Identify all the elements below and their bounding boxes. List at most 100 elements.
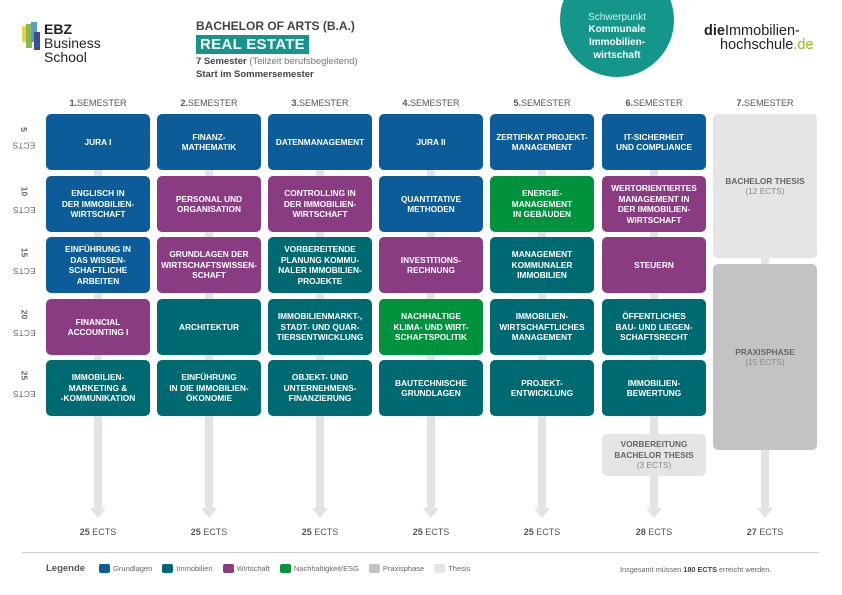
course-card[interactable]: IT-SICHERHEIT UND COMPLIANCE (602, 114, 706, 170)
course-title: ENERGIE- MANAGEMENT IN GEBÄUDEN (511, 188, 573, 220)
semester-label: SEMESTER (299, 98, 349, 108)
semester-label: SEMESTER (521, 98, 571, 108)
arrow-down-icon (423, 508, 439, 518)
course-card[interactable]: ENGLISCH IN DER IMMOBILIEN- WIRTSCHAFT (46, 176, 150, 232)
course-title: GRUNDLAGEN DER WIRTSCHAFTSWISSEN- SCHAFT (161, 249, 257, 281)
semester-label: SEMESTER (744, 98, 794, 108)
semester-total-num: 25 (412, 527, 423, 537)
partner-logo-bold: die (704, 23, 725, 39)
semester-total-ects: 25 ECTS (379, 527, 483, 537)
note-bold: 180 ECTS (683, 565, 717, 574)
course-title: ARCHITEKTUR (179, 321, 239, 332)
course-card[interactable]: ARCHITEKTUR (157, 299, 261, 355)
course-card[interactable]: FINANZ- MATHEMATIK (157, 114, 261, 170)
legend-label: Wirtschaft (236, 564, 270, 573)
semester-total-ects: 25 ECTS (46, 527, 150, 537)
legend-item: Wirtschaft (222, 564, 270, 573)
course-card[interactable]: IMMOBILIEN- WIRTSCHAFTLICHES MANAGEMENT (490, 299, 594, 355)
arrow-down-icon (201, 508, 217, 518)
course-card[interactable]: BAUTECHNISCHE GRUNDLAGEN (379, 360, 483, 416)
course-card[interactable]: EINFÜHRUNG IN DIE IMMOBILIEN- ÖKONOMIE (157, 360, 261, 416)
partner-logo: dieImmobilien- hochschule.de (704, 23, 814, 53)
course-card[interactable]: CONTROLLING IN DER IMMOBILIEN- WIRTSCHAF… (268, 176, 372, 232)
course-card[interactable]: IMMOBILIENMARKT-, STADT- UND QUAR- TIERS… (268, 299, 372, 355)
course-title: ENGLISCH IN DER IMMOBILIEN- WIRTSCHAFT (61, 188, 135, 220)
course-card[interactable]: IMMOBILIEN- MARKETING & -KOMMUNIKATION (46, 360, 150, 416)
course-title: VORBEREITUNG BACHELOR THESIS (614, 439, 694, 460)
ects-row-label: 5 ECTS (13, 114, 36, 170)
course-card[interactable]: STEUERN (602, 237, 706, 293)
course-title: IT-SICHERHEIT UND COMPLIANCE (615, 131, 693, 153)
legend-swatch (162, 564, 174, 573)
semester-number: 5. (513, 98, 521, 108)
course-title: CONTROLLING IN DER IMMOBILIEN- WIRTSCHAF… (283, 188, 357, 220)
semester-header: 1.SEMESTER (46, 98, 150, 108)
course-title: VORBEREITENDE PLANUNG KOMMU- NALER IMMOB… (278, 244, 362, 286)
course-card[interactable]: ZERTIFIKAT PROJEKT- MANAGEMENT (490, 114, 594, 170)
program-title: REAL ESTATE (196, 35, 309, 54)
semester-label: SEMESTER (633, 98, 683, 108)
course-card[interactable]: NACHHALTIGE KLIMA- UND WIRT- SCHAFTSPOLI… (379, 299, 483, 355)
semester-total-ects: 25 ECTS (268, 527, 372, 537)
semester-total-unit: ECTS (314, 527, 339, 537)
course-ects: (15 ECTS) (745, 357, 785, 367)
arrow-down-icon (534, 508, 550, 518)
ebz-logo-mark-icon (22, 22, 40, 50)
ects-row-text: 10 ECTS (13, 187, 36, 222)
semester-total-num: 27 (746, 527, 757, 537)
course-ects: (3 ECTS) (636, 460, 672, 471)
semester-total-ects: 27 ECTS (713, 527, 817, 537)
course-card[interactable]: FINANCIAL ACCOUNTING I (46, 299, 150, 355)
course-card[interactable]: IMMOBILIEN- BEWERTUNG (602, 360, 706, 416)
semester-number: 3. (291, 98, 299, 108)
course-title: JURA II (416, 136, 446, 147)
course-card[interactable]: PERSONAL UND ORGANISATION (157, 176, 261, 232)
course-card[interactable]: JURA II (379, 114, 483, 170)
course-title: FINANCIAL ACCOUNTING I (67, 316, 129, 338)
legend-title: Legende (46, 563, 86, 574)
semester-total-unit: ECTS (648, 527, 673, 537)
course-card[interactable]: GRUNDLAGEN DER WIRTSCHAFTSWISSEN- SCHAFT (157, 237, 261, 293)
course-card[interactable]: WERTORIENTIERTES MANAGEMENT IN DER IMMOB… (602, 176, 706, 232)
course-card[interactable]: JURA I (46, 114, 150, 170)
thesis-preparation-card[interactable]: VORBEREITUNG BACHELOR THESIS(3 ECTS) (602, 434, 706, 476)
course-title: JURA I (84, 136, 112, 147)
course-card[interactable]: VORBEREITENDE PLANUNG KOMMU- NALER IMMOB… (268, 237, 372, 293)
course-card[interactable]: OBJEKT- UND UNTERNEHMENS- FINANZIERUNG (268, 360, 372, 416)
course-card[interactable]: EINFÜHRUNG IN DAS WISSEN- SCHAFTLICHE AR… (46, 237, 150, 293)
course-card[interactable]: ÖFFENTLICHES BAU- UND LIEGEN- SCHAFTSREC… (602, 299, 706, 355)
course-card[interactable]: MANAGEMENT KOMMUNALER IMMOBILIEN (490, 237, 594, 293)
semester-header: 5.SEMESTER (490, 98, 594, 108)
ects-row-num: 20 (19, 309, 30, 320)
course-title: STEUERN (634, 259, 674, 270)
semester-total-unit: ECTS (759, 527, 784, 537)
semester-number: 6. (625, 98, 633, 108)
semester-total-ects: 25 ECTS (490, 527, 594, 537)
semester-label: SEMESTER (410, 98, 460, 108)
course-card[interactable]: DATENMANAGEMENT (268, 114, 372, 170)
course-title: IMMOBILIEN- MARKETING & -KOMMUNIKATION (60, 372, 136, 404)
course-card[interactable]: ENERGIE- MANAGEMENT IN GEBÄUDEN (490, 176, 594, 232)
semester-count: 7 Semester (196, 56, 247, 67)
course-card[interactable]: QUANTITATIVE METHODEN (379, 176, 483, 232)
ects-row-num: 25 (19, 370, 30, 381)
course-title: ZERTIFIKAT PROJEKT- MANAGEMENT (496, 131, 588, 153)
program-header: BACHELOR OF ARTS (B.A.) REAL ESTATE 7 Se… (196, 19, 358, 80)
bachelor-thesis-block[interactable]: BACHELOR THESIS(12 ECTS) (713, 114, 817, 258)
course-card[interactable]: PROJEKT- ENTWICKLUNG (490, 360, 594, 416)
semester-total-ects: 25 ECTS (157, 527, 261, 537)
divider (22, 552, 819, 553)
ects-row-text: 25 ECTS (13, 370, 36, 406)
semester-total-unit: ECTS (203, 527, 228, 537)
course-card[interactable]: INVESTITIONS- RECHNUNG (379, 237, 483, 293)
course-title: DATENMANAGEMENT (275, 136, 365, 147)
semester-total-num: 25 (523, 527, 534, 537)
legend-label: Thesis (448, 564, 471, 573)
arrow-down-icon (90, 508, 106, 518)
course-title: IMMOBILIEN- BEWERTUNG (626, 377, 682, 399)
ebz-logo-rest: Business (44, 35, 101, 51)
degree-title: BACHELOR OF ARTS (B.A.) (196, 19, 355, 33)
total-ects-note: Insgesamt müssen 180 ECTS erreicht werde… (620, 565, 771, 574)
praxisphase-block[interactable]: PRAXISPHASE(15 ECTS) (713, 264, 817, 450)
legend-item: Immobilien (162, 564, 213, 573)
